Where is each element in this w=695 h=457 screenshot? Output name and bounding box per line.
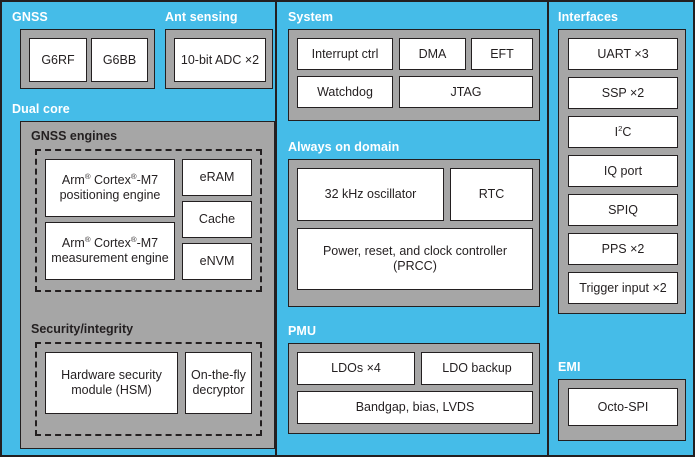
column-middle: System Interrupt ctrl DMA EFT Watchdog J… [275, 0, 549, 457]
column-left: GNSS G6RF G6BB Ant sensing 10-bit ADC ×2… [0, 0, 277, 457]
subgroup-security-integrity: Hardware security module (HSM) On-the-fl… [35, 342, 262, 436]
group-dual-core: Dual core GNSS engines Arm® Cortex®-M7 p… [12, 102, 275, 450]
block-10bit-adc[interactable]: 10-bit ADC ×2 [174, 38, 266, 82]
block-label: Arm® Cortex®-M7 measurement engine [51, 234, 169, 265]
subgroup-title-security-integrity: Security/integrity [31, 322, 134, 336]
group-title-pmu: PMU [288, 324, 317, 338]
block-iq-port[interactable]: IQ port [568, 155, 678, 187]
panel-ant-sensing: 10-bit ADC ×2 [165, 29, 273, 89]
block-label: Arm® Cortex®-M7 positioning engine [59, 171, 161, 202]
block-hardware-security-module[interactable]: Hardware security module (HSM) [45, 352, 178, 414]
panel-pmu: LDOs ×4 LDO backup Bandgap, bias, LVDS [288, 343, 540, 434]
group-title-always-on-domain: Always on domain [288, 140, 400, 154]
panel-always-on-domain: 32 kHz oscillator RTC Power, reset, and … [288, 159, 540, 307]
panel-system: Interrupt ctrl DMA EFT Watchdog JTAG [288, 29, 540, 121]
group-pmu: PMU LDOs ×4 LDO backup Bandgap, bias, LV… [288, 324, 540, 444]
panel-emi: Octo-SPI [558, 379, 686, 441]
block-envm[interactable]: eNVM [182, 243, 252, 280]
block-cortex-m7-positioning-engine[interactable]: Arm® Cortex®-M7 positioning engine [45, 159, 175, 217]
block-g6rf[interactable]: G6RF [29, 38, 87, 82]
group-emi: EMI Octo-SPI [558, 360, 688, 448]
block-uart[interactable]: UART ×3 [568, 38, 678, 70]
block-octo-spi[interactable]: Octo-SPI [568, 388, 678, 426]
group-title-emi: EMI [558, 360, 581, 374]
group-gnss: GNSS G6RF G6BB [12, 10, 155, 89]
panel-interfaces: UART ×3 SSP ×2 I2C IQ port SPIQ PPS ×2 T… [558, 29, 686, 314]
block-cortex-m7-measurement-engine[interactable]: Arm® Cortex®-M7 measurement engine [45, 222, 175, 280]
group-title-system: System [288, 10, 334, 24]
block-prcc[interactable]: Power, reset, and clock controller (PRCC… [297, 228, 533, 290]
block-on-the-fly-decryptor[interactable]: On-the-fly decryptor [185, 352, 252, 414]
block-cache[interactable]: Cache [182, 201, 252, 238]
block-interrupt-ctrl[interactable]: Interrupt ctrl [297, 38, 393, 70]
block-pps[interactable]: PPS ×2 [568, 233, 678, 265]
block-g6bb[interactable]: G6BB [91, 38, 148, 82]
block-dma[interactable]: DMA [399, 38, 466, 70]
block-eft[interactable]: EFT [471, 38, 533, 70]
group-always-on-domain: Always on domain 32 kHz oscillator RTC P… [288, 140, 540, 312]
group-title-interfaces: Interfaces [558, 10, 619, 24]
subgroup-gnss-engines: Arm® Cortex®-M7 positioning engine Arm® … [35, 149, 262, 292]
block-bandgap-bias-lvds[interactable]: Bandgap, bias, LVDS [297, 391, 533, 424]
block-eram[interactable]: eRAM [182, 159, 252, 196]
block-rtc[interactable]: RTC [450, 168, 533, 221]
group-ant-sensing: Ant sensing 10-bit ADC ×2 [165, 10, 275, 89]
block-i2c[interactable]: I2C [568, 116, 678, 148]
block-watchdog[interactable]: Watchdog [297, 76, 393, 108]
group-system: System Interrupt ctrl DMA EFT Watchdog J… [288, 10, 540, 121]
group-title-dual-core: Dual core [12, 102, 70, 116]
panel-gnss: G6RF G6BB [20, 29, 155, 89]
block-trigger-input[interactable]: Trigger input ×2 [568, 272, 678, 304]
block-label: I2C [614, 123, 632, 139]
block-spiq[interactable]: SPIQ [568, 194, 678, 226]
block-ldo-backup[interactable]: LDO backup [421, 352, 533, 385]
subgroup-title-gnss-engines: GNSS engines [31, 129, 118, 143]
group-title-gnss: GNSS [12, 10, 48, 24]
group-title-ant-sensing: Ant sensing [165, 10, 238, 24]
group-interfaces: Interfaces UART ×3 SSP ×2 I2C IQ port SP… [558, 10, 688, 320]
block-jtag[interactable]: JTAG [399, 76, 533, 108]
panel-dual-core: GNSS engines Arm® Cortex®-M7 positioning… [20, 121, 275, 449]
block-32khz-oscillator[interactable]: 32 kHz oscillator [297, 168, 444, 221]
column-right: Interfaces UART ×3 SSP ×2 I2C IQ port SP… [547, 0, 695, 457]
block-ssp[interactable]: SSP ×2 [568, 77, 678, 109]
block-ldos[interactable]: LDOs ×4 [297, 352, 415, 385]
